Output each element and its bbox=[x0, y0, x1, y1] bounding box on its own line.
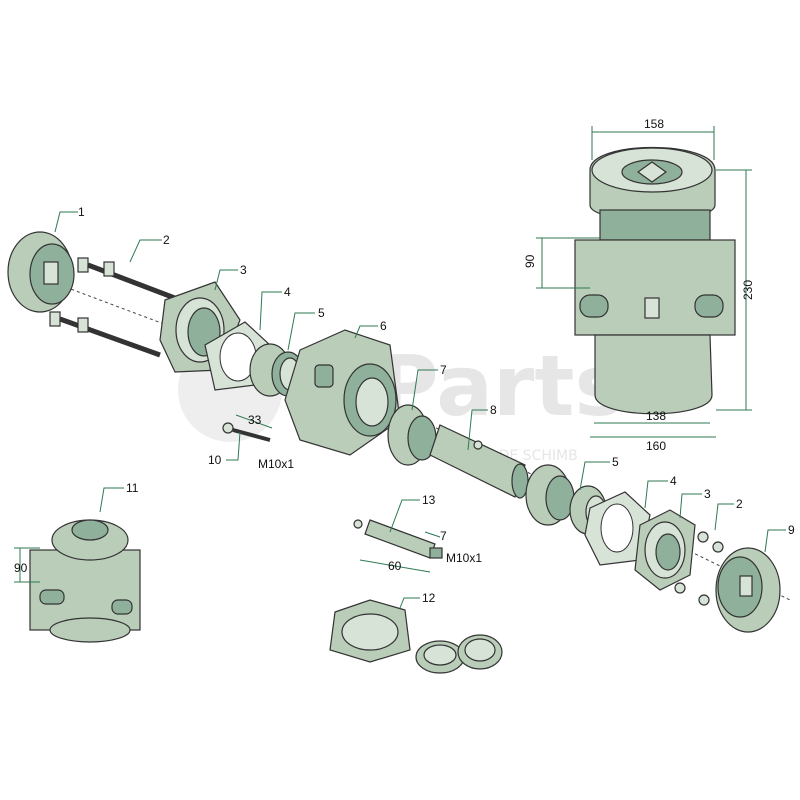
part-8-shaft bbox=[429, 424, 529, 499]
dim-pin-length: 60 bbox=[388, 559, 402, 573]
leader-lines bbox=[54, 211, 786, 609]
part-6-housing bbox=[284, 329, 401, 456]
callout-13: 13 bbox=[422, 493, 436, 507]
dim-height-total: 230 bbox=[741, 280, 755, 300]
dim-width-top: 158 bbox=[644, 117, 664, 131]
part-11-assembly bbox=[29, 519, 141, 643]
part-9-hub bbox=[715, 547, 781, 633]
part-4-gasket-right bbox=[584, 491, 651, 566]
dim-pin-thread: M10x1 bbox=[446, 551, 482, 565]
part-10-bolt bbox=[222, 422, 271, 442]
callout-1: 1 bbox=[78, 205, 85, 219]
dim-small-height: 90 bbox=[14, 561, 28, 575]
part-2-bolts bbox=[49, 257, 181, 358]
dim-width-base: 138 bbox=[646, 409, 666, 423]
callout-5-right: 5 bbox=[612, 455, 619, 469]
callout-6: 6 bbox=[380, 319, 387, 333]
dim-width-base-outer: 160 bbox=[646, 439, 666, 453]
callout-12: 12 bbox=[422, 591, 436, 605]
part-13-pin bbox=[353, 519, 443, 559]
dimension-lines bbox=[14, 126, 752, 583]
part-3-flange-right bbox=[634, 509, 696, 591]
callout-4-right: 4 bbox=[670, 474, 677, 488]
dim-height-mid: 90 bbox=[523, 254, 537, 268]
callout-7: 7 bbox=[440, 363, 447, 377]
callout-11: 11 bbox=[126, 481, 139, 495]
dim-pin-short: 7 bbox=[440, 529, 447, 543]
dim-bolt-thread: M10x1 bbox=[258, 457, 294, 471]
callout-2-right: 2 bbox=[736, 497, 743, 511]
callout-9: 9 bbox=[788, 523, 795, 537]
callout-5: 5 bbox=[318, 306, 325, 320]
part-2-nuts-right bbox=[674, 531, 724, 606]
callout-3-right: 3 bbox=[704, 487, 711, 501]
main-assembly-view bbox=[574, 146, 736, 415]
callout-3: 3 bbox=[240, 263, 247, 277]
part-1-hub bbox=[7, 231, 75, 313]
callout-10: 10 bbox=[208, 453, 222, 467]
dim-bolt-length: 33 bbox=[248, 413, 262, 427]
callout-8: 8 bbox=[490, 403, 497, 417]
callout-2: 2 bbox=[163, 233, 170, 247]
part-12-rings bbox=[329, 599, 503, 674]
callout-4: 4 bbox=[284, 285, 291, 299]
part-7-bearing bbox=[387, 404, 437, 466]
